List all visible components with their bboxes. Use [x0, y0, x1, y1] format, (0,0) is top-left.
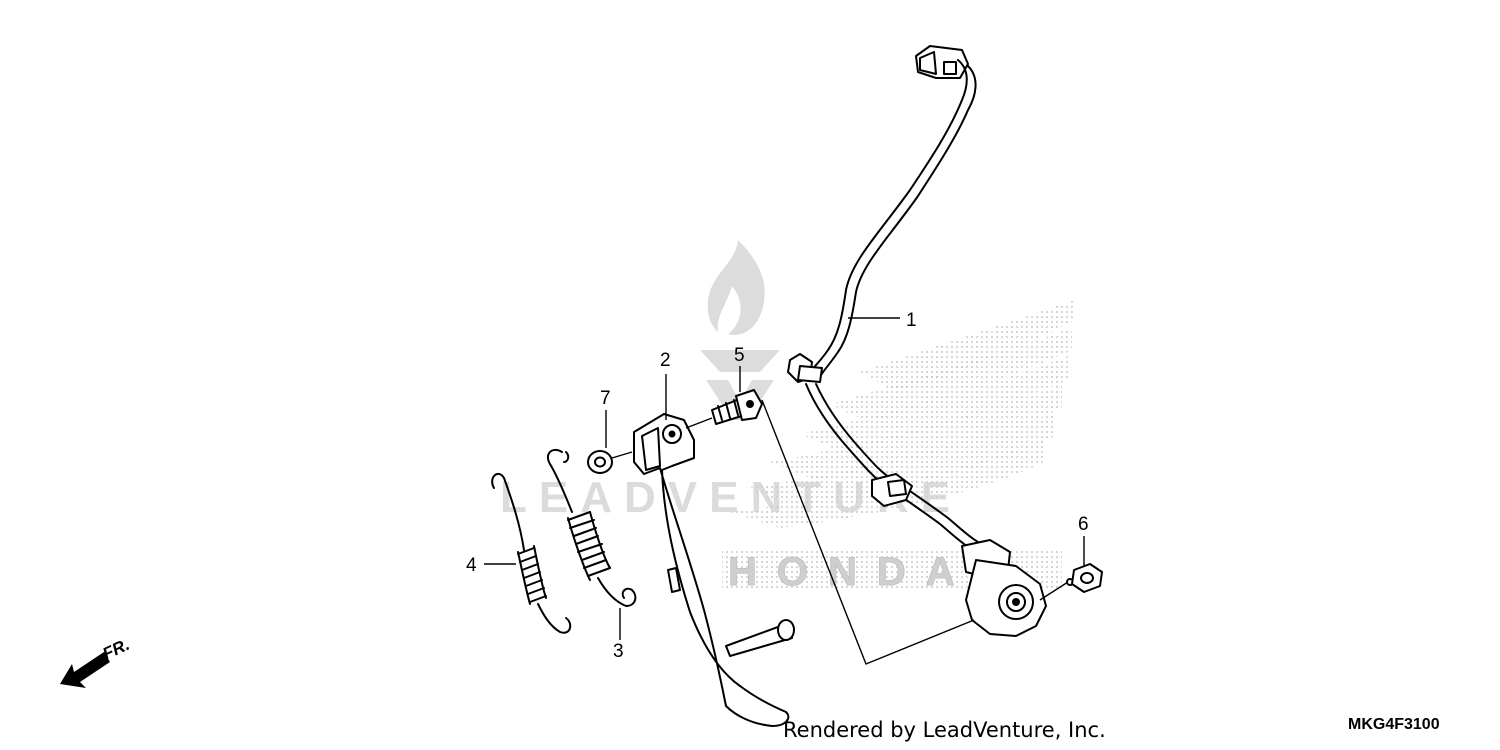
nut-7-part — [587, 450, 633, 474]
callout-6[interactable]: 6 — [1078, 514, 1089, 535]
callout-7[interactable]: 7 — [600, 388, 611, 409]
callout-4[interactable]: 4 — [466, 555, 477, 576]
diagram-code: MKG4F3100 — [1348, 716, 1440, 733]
callout-leaders — [484, 317, 1085, 640]
pivot-bolt-part — [685, 389, 763, 429]
side-stand-switch-part — [787, 45, 1074, 637]
nut-6-part — [1071, 563, 1103, 593]
spring-4-part — [491, 472, 572, 634]
callouts: 1 2 3 4 5 6 7 — [466, 310, 1089, 662]
watermark-brand-text: HONDA — [728, 550, 975, 594]
callout-3[interactable]: 3 — [613, 641, 624, 662]
assembly-bracket-lines — [761, 399, 975, 665]
front-direction-arrow-icon: FR. — [60, 635, 133, 688]
flame-logo-watermark — [700, 240, 780, 420]
honda-wing-watermark — [722, 300, 1075, 588]
spring-3-part — [546, 448, 637, 608]
harness-clip — [787, 353, 823, 383]
harness-connector — [915, 45, 969, 79]
callout-1[interactable]: 1 — [906, 310, 917, 331]
callout-2[interactable]: 2 — [660, 350, 671, 371]
spring-hook-pin — [725, 619, 795, 657]
callout-5[interactable]: 5 — [734, 345, 745, 366]
render-credit: Rendered by LeadVenture, Inc. — [783, 718, 1106, 742]
side-stand-part — [633, 413, 795, 727]
switch-mount-leader — [1039, 581, 1069, 601]
switch-body — [961, 539, 1047, 637]
harness-clamp — [871, 473, 913, 507]
